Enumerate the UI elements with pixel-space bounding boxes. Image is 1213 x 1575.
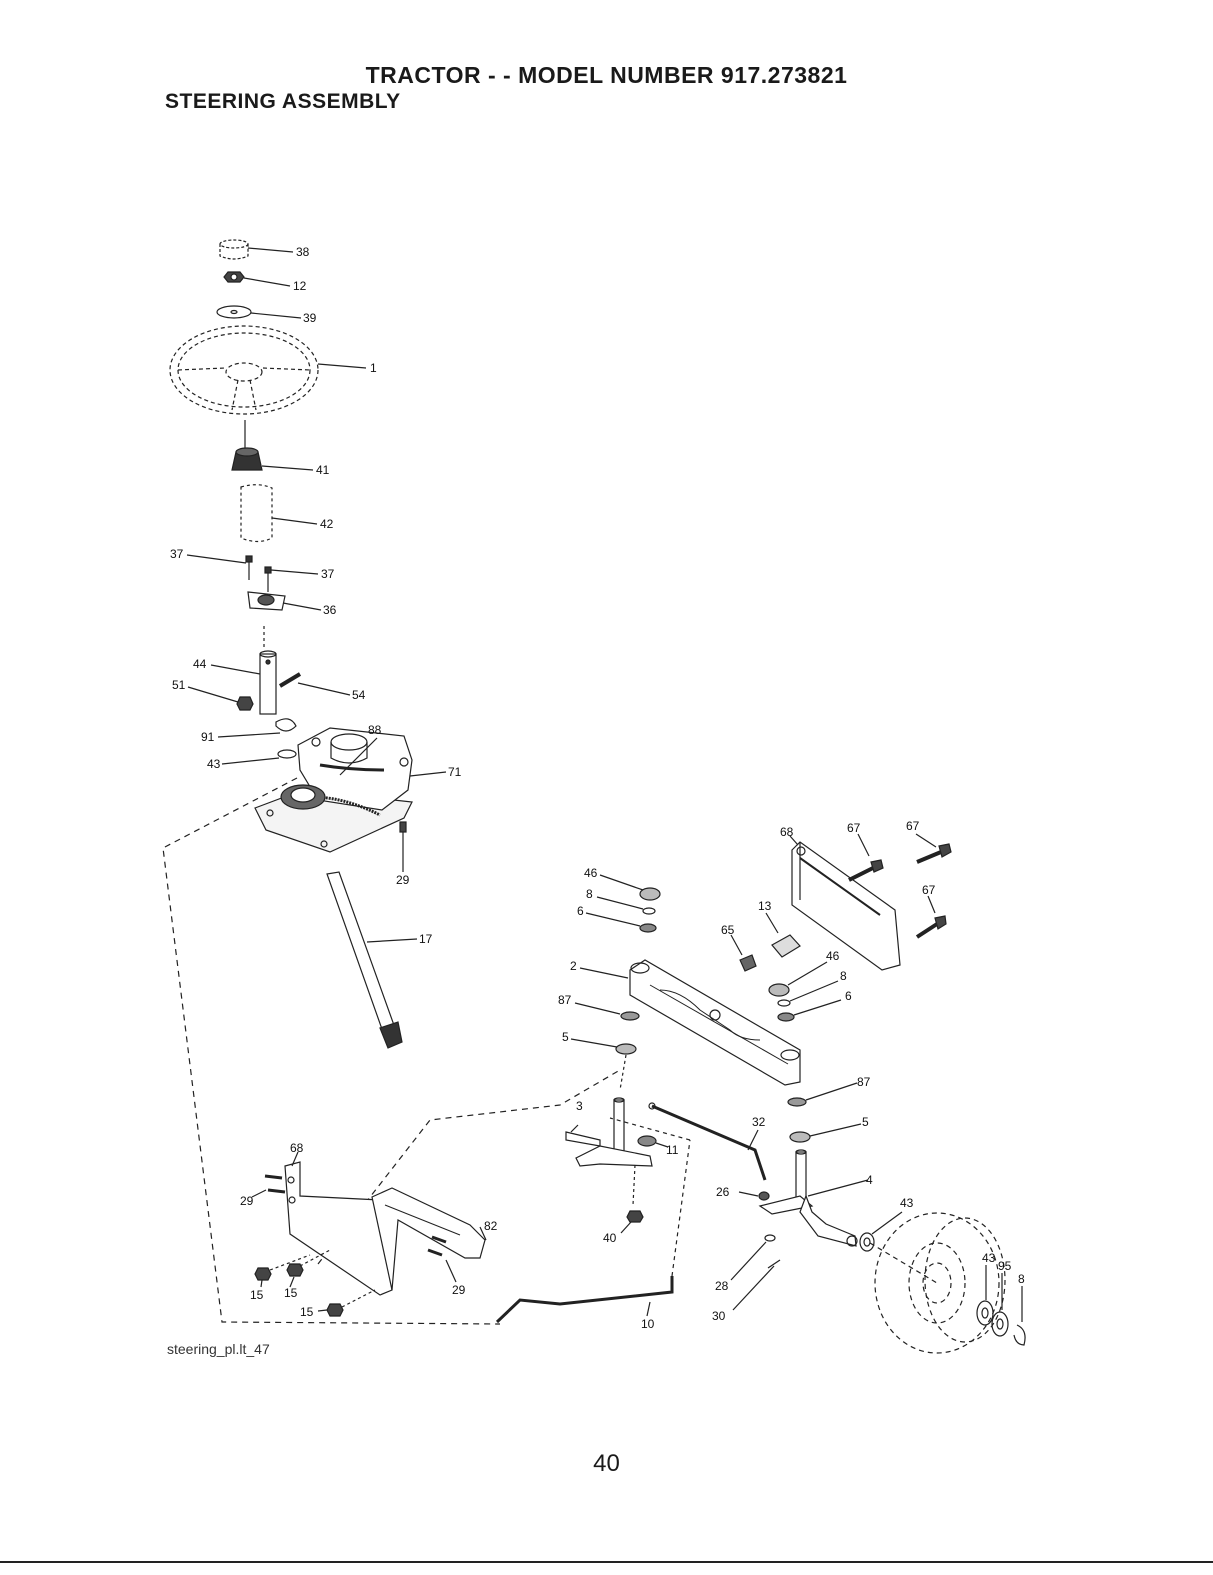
callout-3: 3 (576, 1099, 583, 1113)
part-91-clip (218, 719, 296, 737)
callout-38: 38 (296, 245, 310, 259)
callout-5-left: 5 (562, 1030, 569, 1044)
callout-29: 29 (396, 873, 410, 887)
part-4-spindle-right (760, 1150, 868, 1246)
callout-15-a: 15 (250, 1288, 264, 1302)
callout-1: 1 (370, 361, 377, 375)
part-30-pin (733, 1260, 780, 1310)
callout-13: 13 (758, 899, 772, 913)
part-8-retainer (1014, 1286, 1025, 1345)
callout-10: 10 (641, 1317, 655, 1331)
bottom-rule (0, 1561, 1213, 1563)
part-26-fitting (739, 1192, 769, 1200)
callout-54: 54 (352, 688, 366, 702)
callout-8-right: 8 (840, 969, 847, 983)
callout-41: 41 (316, 463, 330, 477)
part-41-adapter (232, 448, 313, 470)
callout-44: 44 (193, 657, 207, 671)
callout-12: 12 (293, 279, 307, 293)
part-54-bolt (280, 674, 350, 695)
callout-39: 39 (303, 311, 317, 325)
part-37-bolts (187, 555, 318, 592)
callout-67-a: 67 (847, 821, 861, 835)
callout-65: 65 (721, 923, 735, 937)
part-5-bearing-right (790, 1124, 861, 1142)
part-43-wheel-washer (977, 1265, 993, 1325)
callout-88: 88 (368, 723, 382, 737)
callout-6-right: 6 (845, 989, 852, 1003)
callout-37-right: 37 (321, 567, 335, 581)
callout-87-right: 87 (857, 1075, 871, 1089)
part-2-front-axle (580, 960, 800, 1085)
part-28-nut (731, 1235, 775, 1280)
callout-15-c: 15 (300, 1305, 314, 1319)
part-39-washer (217, 306, 301, 318)
callout-17: 17 (419, 932, 433, 946)
part-6-washer-right (778, 1000, 841, 1021)
callout-68-left: 68 (290, 1141, 304, 1155)
part-65-pin (731, 935, 756, 971)
part-36-flange (248, 592, 321, 610)
callout-67-c: 67 (922, 883, 936, 897)
part-87-washer-left (575, 1003, 639, 1020)
callout-68-right: 68 (780, 825, 794, 839)
callout-36: 36 (323, 603, 337, 617)
callout-87-left: 87 (558, 993, 572, 1007)
part-13-spacer (766, 913, 800, 957)
part-17-shaft (327, 872, 417, 1048)
part-12-nut (224, 272, 290, 286)
part-5-bearing-left (571, 1039, 636, 1054)
diagram-caption: steering_pl.lt_47 (167, 1341, 270, 1357)
part-11-nut (638, 1136, 668, 1147)
callout-29-lower: 29 (452, 1283, 466, 1297)
callout-43-wheel: 43 (982, 1251, 996, 1265)
part-68-bracket-right (790, 836, 900, 970)
callout-51: 51 (172, 678, 186, 692)
callout-71: 71 (448, 765, 462, 779)
callout-6-left: 6 (577, 904, 584, 918)
callout-82: 82 (484, 1219, 498, 1233)
callout-42: 42 (320, 517, 334, 531)
callout-67-b: 67 (906, 819, 920, 833)
part-87-washer-right (788, 1083, 857, 1106)
callout-46-right: 46 (826, 949, 840, 963)
callout-15-b: 15 (284, 1286, 298, 1300)
callout-43: 43 (207, 757, 221, 771)
callout-26: 26 (716, 1185, 730, 1199)
part-46-cap-left (600, 875, 660, 900)
part-32-drag-link (649, 1103, 765, 1180)
callout-5-right: 5 (862, 1115, 869, 1129)
callout-95: 95 (998, 1259, 1012, 1273)
callout-11: 11 (666, 1143, 679, 1157)
callout-4: 4 (866, 1173, 873, 1187)
callout-29-left: 29 (240, 1194, 254, 1208)
part-38-cap (220, 240, 293, 259)
part-46-cap-right (769, 962, 827, 996)
part-1-steering-wheel (170, 326, 318, 414)
callout-91: 91 (201, 730, 215, 744)
part-29-bolt (400, 822, 406, 872)
part-6-washer-left (586, 913, 656, 932)
part-43-washer (222, 750, 296, 764)
callout-32: 32 (752, 1115, 766, 1129)
front-wheel (870, 1213, 1005, 1353)
callout-43-right: 43 (900, 1196, 914, 1210)
page-number: 40 (0, 1450, 1213, 1478)
part-51-nut (188, 687, 253, 710)
callout-37-left: 37 (170, 547, 184, 561)
callout-8-left: 8 (586, 887, 593, 901)
callout-30: 30 (712, 1309, 726, 1323)
callout-46-left: 46 (584, 866, 598, 880)
part-42-bushing (241, 485, 272, 542)
part-82-plate (372, 1188, 486, 1290)
part-95-washer (992, 1273, 1008, 1336)
part-40-nut (621, 1165, 643, 1233)
callout-8-wheel: 8 (1018, 1272, 1025, 1286)
callout-40: 40 (603, 1231, 617, 1245)
part-71-gear-housing (255, 728, 446, 852)
callout-28: 28 (715, 1279, 729, 1293)
callout-2: 2 (570, 959, 577, 973)
